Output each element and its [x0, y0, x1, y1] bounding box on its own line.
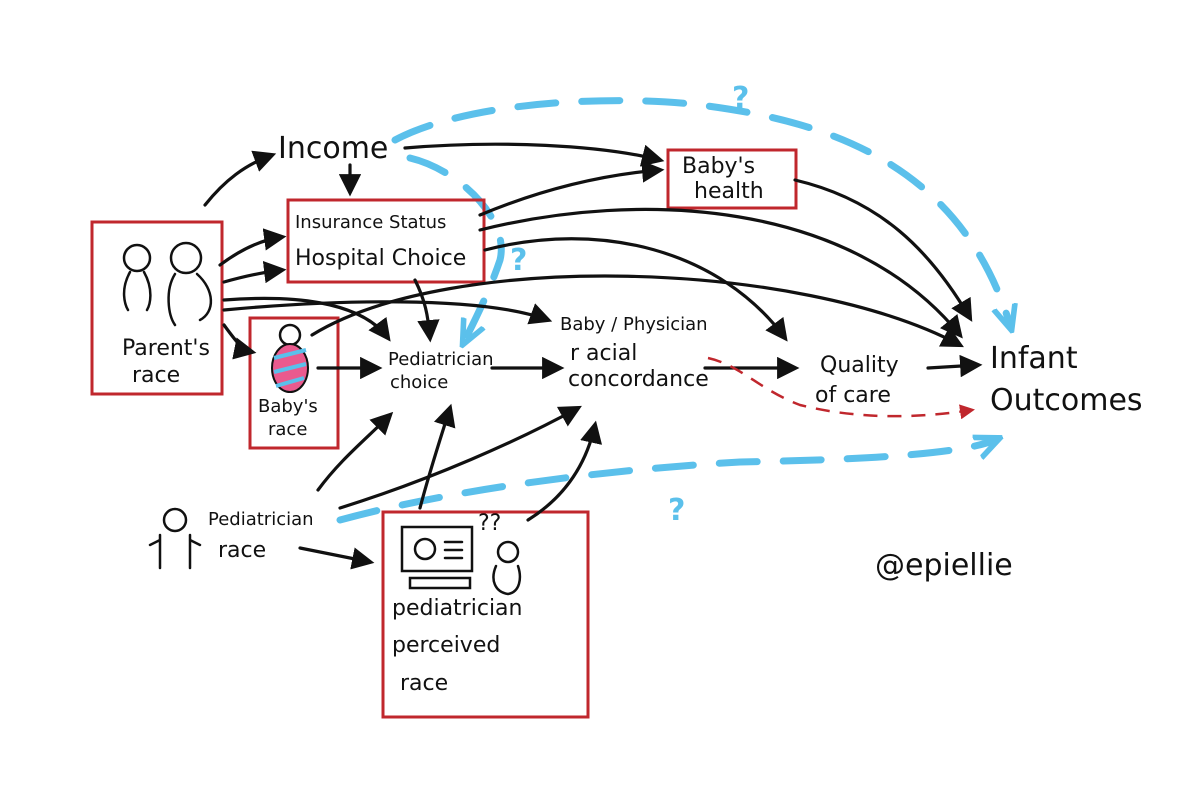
babys-race-box	[248, 316, 340, 450]
insurance-box	[286, 198, 486, 284]
parent-figures	[122, 241, 213, 327]
babys-race-label-2: race	[268, 419, 307, 440]
quality-of-care-label-2: of care	[815, 383, 891, 408]
pediatrician-choice-label: Pediatrician	[388, 349, 494, 370]
causal-arrows	[203, 142, 983, 570]
question-mark-bottom: ?	[668, 493, 685, 528]
computer-screen-icon	[400, 525, 474, 590]
babys-race-label: Baby's	[258, 396, 318, 417]
quality-of-care-label: Quality	[820, 353, 899, 378]
concordance-label-3: concordance	[568, 367, 709, 392]
credit-label: @epiellie	[875, 548, 1013, 583]
parents-race-label-2: race	[132, 363, 180, 388]
concordance-label-1: Baby / Physician	[560, 314, 708, 335]
red-dashed-path	[707, 356, 975, 420]
perceived-race-label-2: perceived	[392, 633, 500, 658]
perceived-race-box	[381, 510, 590, 719]
hospital-choice-label: Hospital Choice	[295, 246, 466, 271]
thinking-person-figure	[492, 540, 522, 596]
perceived-race-label-3: race	[400, 671, 448, 696]
pediatrician-choice-label-2: choice	[390, 372, 448, 393]
question-mark-top: ?	[732, 81, 749, 116]
question-mark-mid: ?	[510, 243, 527, 278]
babys-health-label: Baby's	[682, 154, 755, 179]
blue-dashed-path-mid	[406, 154, 505, 340]
blue-dashed-path-top	[391, 97, 1010, 325]
question-marks-small: ??	[478, 511, 501, 536]
babys-health-label-2: health	[694, 179, 764, 204]
concordance-label-2: r acial	[570, 341, 637, 366]
parents-race-label: Parent's	[122, 336, 210, 361]
blue-dashed-path-bottom	[336, 440, 995, 524]
pediatrician-figure	[148, 507, 202, 570]
pediatrician-race-label-2: race	[218, 538, 266, 563]
perceived-race-label-1: pediatrician	[392, 596, 522, 621]
pediatrician-race-label: Pediatrician	[208, 509, 314, 530]
insurance-status-label: Insurance Status	[295, 212, 446, 233]
parents-race-box	[90, 220, 224, 396]
income-label: Income	[278, 131, 388, 166]
infant-outcomes-label: Infant	[990, 341, 1078, 376]
infant-outcomes-label-2: Outcomes	[990, 383, 1143, 418]
baby-figure	[271, 323, 309, 393]
